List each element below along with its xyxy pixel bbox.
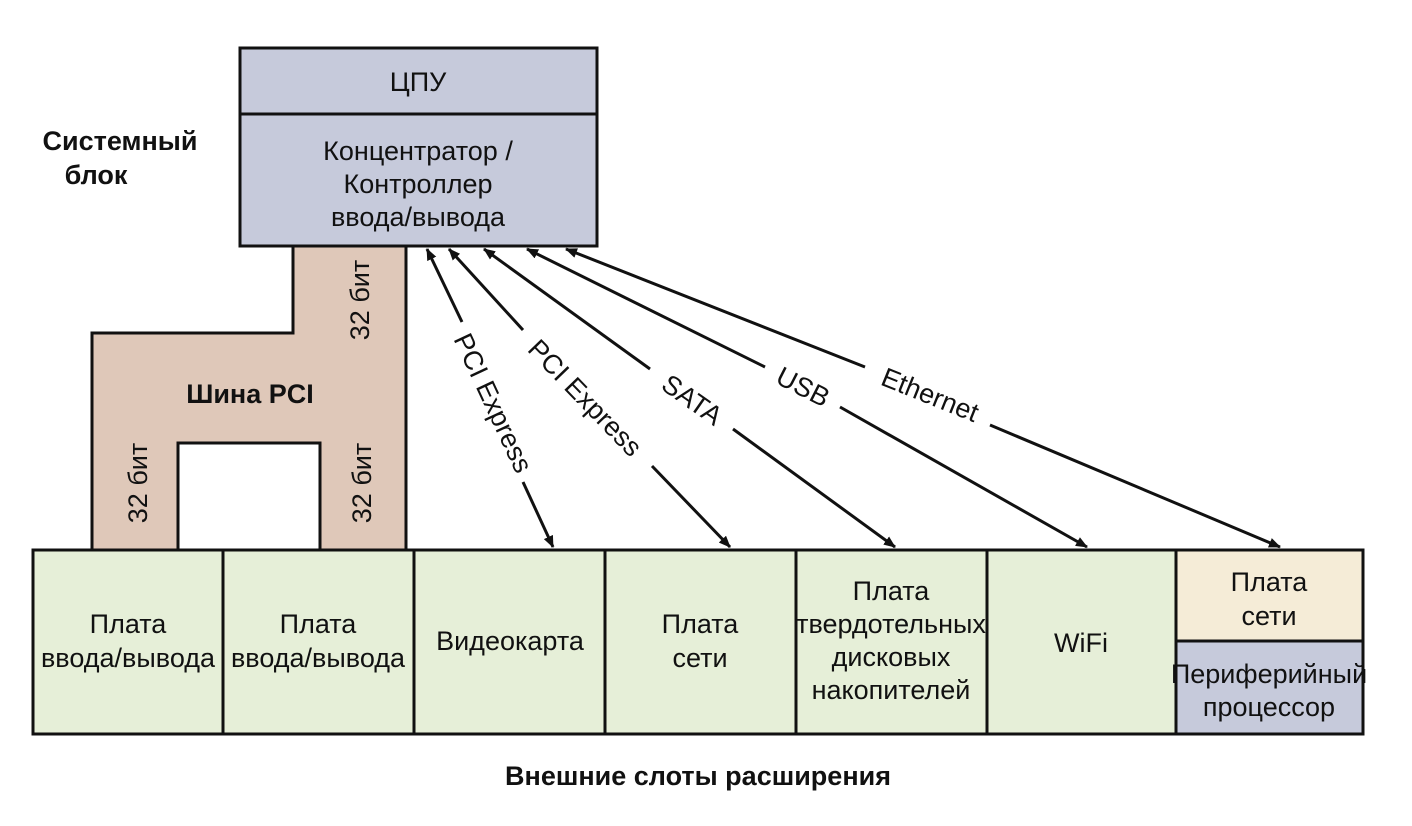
cpu-box: [238, 46, 599, 116]
slot5-label-line1: Плата: [853, 576, 931, 606]
connection-usb-label: USB: [771, 361, 834, 413]
connection-pcie-video-upper: [425, 248, 464, 323]
slot-network-card-2: [1174, 548, 1365, 643]
connection-ethernet-label: Ethernet: [877, 362, 983, 428]
pci-bus-shape: [90, 244, 408, 552]
slot4-label-line2: сети: [672, 643, 727, 673]
hub-label-line2: Контроллер: [343, 169, 492, 199]
connection-ethernet-lower: [989, 423, 1281, 549]
system-unit-label-line1: Системный: [43, 126, 198, 156]
slot5-label-line2: твердотельных: [796, 609, 986, 639]
slot-io-card-1: [31, 548, 225, 736]
connection-usb-upper: [526, 247, 766, 369]
slot5-label-line3: дисковых: [832, 642, 951, 672]
connection-pcie-network-lower: [650, 464, 732, 549]
slot7-label-line1: Плата: [1231, 567, 1309, 597]
connection-usb-lower: [839, 405, 1088, 549]
expansion-slots: [31, 548, 1365, 736]
connection-sata: SATA: [483, 247, 896, 549]
connection-sata-upper: [483, 247, 651, 371]
pci-width-label-top: 32 бит: [345, 260, 375, 340]
slot1-label-line2: ввода/вывода: [41, 643, 216, 673]
peripheral-label-line2: процессор: [1203, 692, 1335, 722]
cpu-label: ЦПУ: [390, 67, 447, 97]
connection-pcie-video-lower: [521, 481, 555, 548]
slot6-label: WiFi: [1054, 628, 1108, 658]
slot5-label-line4: накопителей: [812, 675, 971, 705]
slot1-label-line1: Плата: [90, 609, 168, 639]
slot-video-card: [412, 548, 607, 736]
slot2-label-line1: Плата: [280, 609, 358, 639]
connection-ethernet-upper: [565, 247, 866, 369]
peripheral-label-line1: Периферийный: [1171, 659, 1367, 689]
slot-io-card-2: [221, 548, 416, 736]
slot-ssd-card: [794, 548, 989, 736]
hub-label-line3: ввода/вывода: [331, 202, 506, 232]
connection-usb: USB: [526, 247, 1088, 549]
connection-sata-lower: [732, 427, 896, 549]
connection-pcie-network-upper: [447, 247, 525, 332]
hub-box: [238, 112, 599, 248]
slot4-label-line1: Плата: [662, 609, 740, 639]
slot-network-card: [603, 548, 798, 736]
pci-bus-label: Шина PCI: [186, 379, 314, 409]
connection-sata-label: SATA: [656, 369, 728, 432]
slot2-label-line2: ввода/вывода: [231, 643, 406, 673]
peripheral-processor-box: [1174, 639, 1365, 736]
hub-label-line1: Концентратор /: [323, 136, 513, 166]
expansion-slots-title: Внешние слоты расширения: [505, 761, 891, 791]
slot3-label: Видеокарта: [436, 626, 585, 656]
system-unit-label-line2: блок: [65, 160, 128, 190]
slot7-label-line2: сети: [1241, 601, 1296, 631]
pci-width-label-right: 32 бит: [347, 443, 377, 523]
pci-width-label-left: 32 бит: [123, 443, 153, 523]
